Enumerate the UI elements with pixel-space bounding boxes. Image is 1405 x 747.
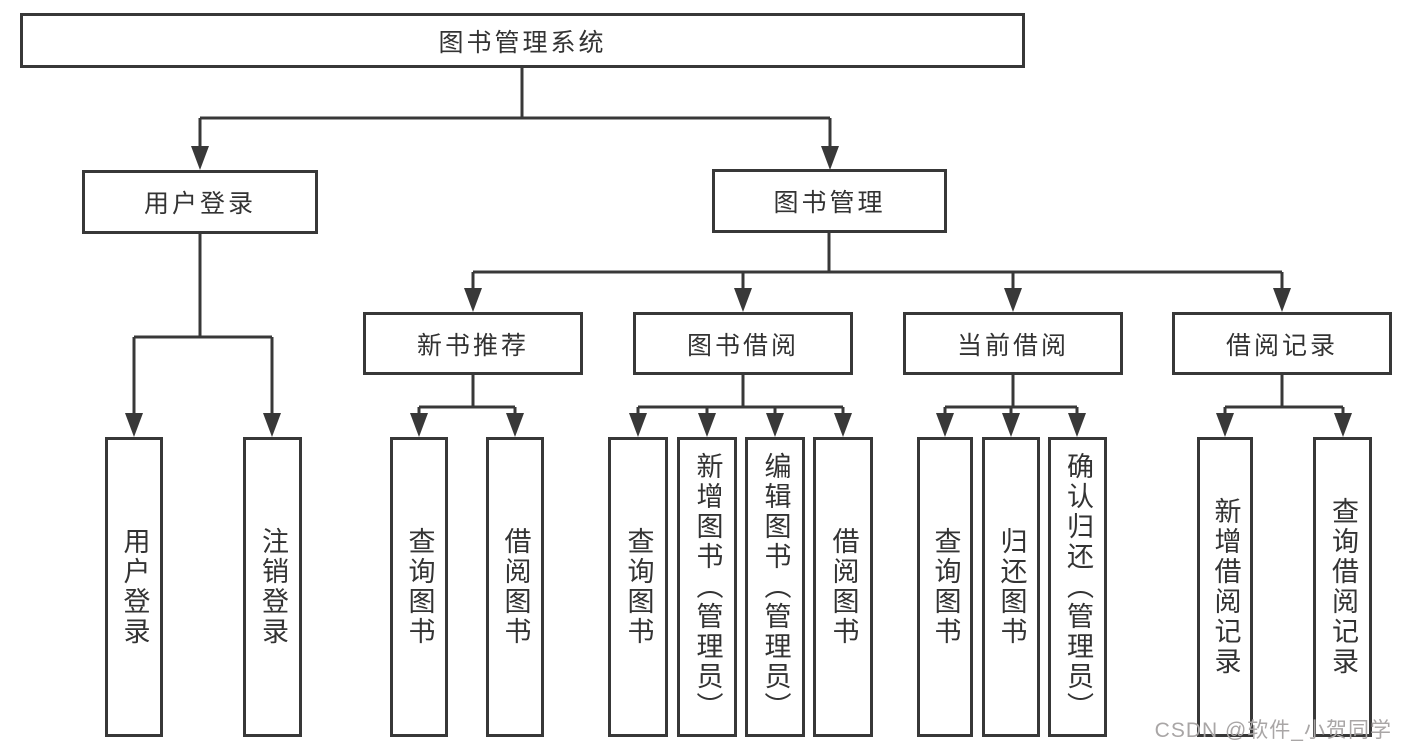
node-query-books-3: 查询图书 [917,437,973,737]
node-query-books-2: 查询图书 [608,437,668,737]
node-query-borrow-record: 查询借阅记录 [1313,437,1372,737]
node-borrowing-records-label: 借阅记录 [1225,331,1338,360]
node-add-books-admin-label: 新增图书（管理员） [692,452,723,722]
node-confirm-return-admin-label: 确认归还（管理员） [1063,452,1093,722]
node-borrow-books-1: 借阅图书 [486,437,544,737]
node-edit-books-admin: 编辑图书（管理员） [745,437,805,737]
node-add-borrow-record: 新增借阅记录 [1197,437,1253,737]
node-new-book-recommend: 新书推荐 [363,312,583,375]
node-root-label: 图书管理系统 [438,28,607,57]
node-current-borrowing: 当前借阅 [903,312,1123,375]
node-current-borrowing-label: 当前借阅 [956,331,1069,360]
node-book-borrowing: 图书借阅 [633,312,853,375]
node-query-books-1: 查询图书 [390,437,448,737]
node-borrow-books-2: 借阅图书 [813,437,873,737]
node-confirm-return-admin: 确认归还（管理员） [1048,437,1107,737]
node-query-books-1-label: 查询图书 [404,527,435,647]
node-query-books-2-label: 查询图书 [623,527,654,647]
node-user-login-label: 用户登录 [143,190,256,218]
csdn-watermark: CSDN @软件_小贺同学 [1154,719,1392,742]
node-borrow-books-1-label: 借阅图书 [500,527,531,647]
node-new-book-recommend-label: 新书推荐 [416,331,529,360]
node-return-books: 归还图书 [982,437,1040,737]
node-add-borrow-record-label: 新增借阅记录 [1210,497,1241,677]
node-book-borrowing-label: 图书借阅 [686,331,799,360]
node-logout-label: 注销登录 [258,527,288,647]
node-user-login-leaf-label: 用户登录 [119,527,150,647]
node-user-login-leaf: 用户登录 [105,437,163,737]
node-logout: 注销登录 [243,437,302,737]
node-edit-books-admin-label: 编辑图书（管理员） [760,452,791,722]
node-query-books-3-label: 查询图书 [930,527,961,647]
node-root: 图书管理系统 [20,13,1025,68]
node-borrowing-records: 借阅记录 [1172,312,1392,375]
node-book-management-label: 图书管理 [773,189,886,217]
node-add-books-admin: 新增图书（管理员） [677,437,737,737]
node-user-login: 用户登录 [82,170,318,234]
node-query-borrow-record-label: 查询借阅记录 [1328,497,1358,677]
node-borrow-books-2-label: 借阅图书 [828,527,859,647]
node-return-books-label: 归还图书 [996,527,1027,647]
arrowheads [125,146,1352,437]
node-book-management: 图书管理 [712,169,947,233]
